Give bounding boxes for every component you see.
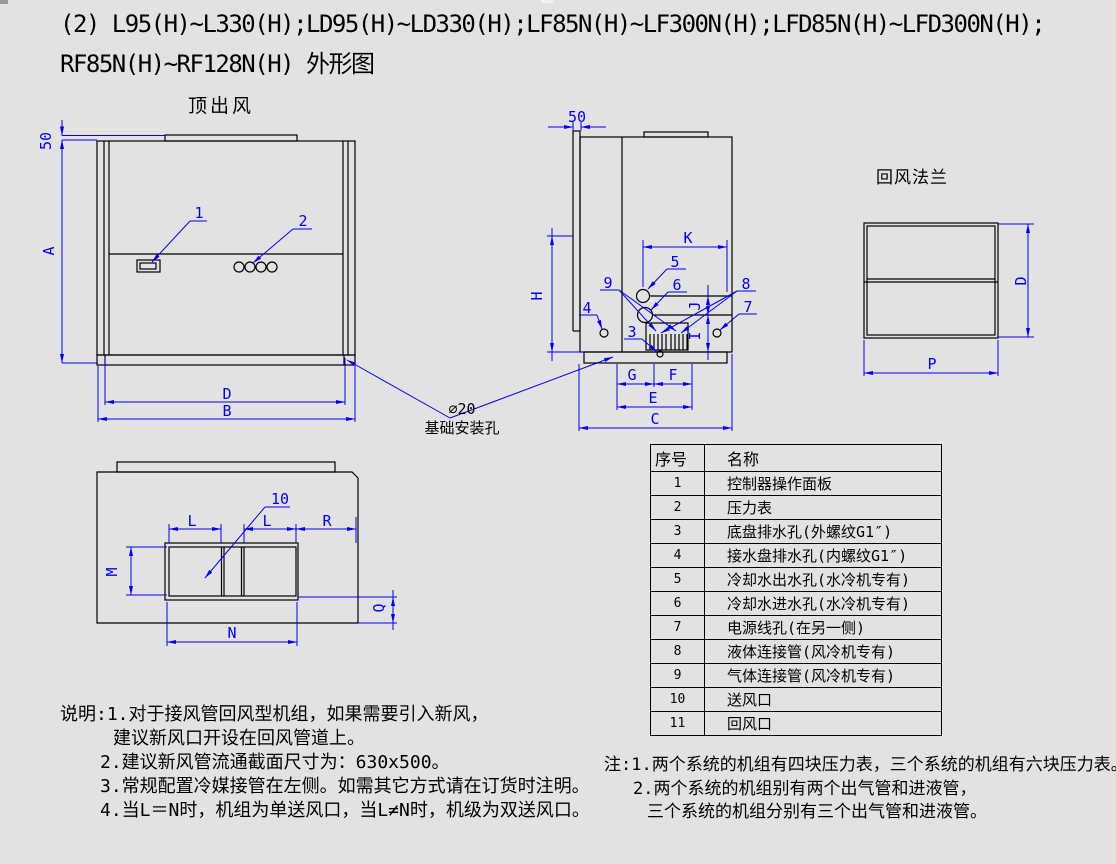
dim-label-g: G — [627, 366, 636, 384]
note-line: 3.常规配置冷媒接管在左侧。如需其它方式请在订货时注明。 — [100, 776, 590, 797]
note-line: 2.两个系统的机组别有两个出气管和进液管， — [633, 778, 977, 799]
notes-right: 注:1.两个系统的机组有四块压力表，三个系统的机组有六块压力表。 2.两个系统的… — [604, 754, 1116, 825]
dim-label-h: H — [528, 291, 546, 300]
part-name: 冷却水进水孔(水冷机专有) — [704, 591, 942, 616]
flange-view-dimensions — [863, 223, 1034, 376]
parts-table-header: 序号 名称 — [650, 444, 942, 472]
dim-label-r: R — [322, 512, 332, 530]
front-view-outline — [96, 134, 356, 366]
callout-4: 4 — [582, 299, 591, 317]
part-name: 底盘排水孔(外螺纹G1″) — [704, 519, 942, 544]
part-name: 气体连接管(风冷机专有) — [704, 663, 942, 688]
front-view-label: 顶出风 — [188, 95, 254, 117]
callout-1: 1 — [194, 204, 203, 222]
part-name: 冷却水出水孔(水冷机专有) — [704, 567, 942, 592]
dim-label-front-50: 50 — [37, 132, 55, 150]
part-no: 11 — [650, 711, 705, 736]
part-no: 8 — [650, 639, 705, 664]
dim-label-c: C — [650, 410, 659, 428]
dim-label-p: P — [927, 355, 936, 373]
screen-artifact-top-left — [0, 0, 8, 4]
part-name: 压力表 — [704, 495, 942, 520]
part-name: 送风口 — [704, 687, 942, 712]
foundation-hole-diameter: ∅20 — [448, 400, 475, 418]
dim-label-l-right: L — [262, 512, 271, 530]
part-no: 1 — [650, 471, 705, 496]
drawing-title-line1: (2) L95(H)~L330(H);LD95(H)~LD330(H);LF85… — [60, 10, 1046, 38]
foundation-hole-label: 基础安装孔 — [424, 419, 499, 437]
note-line: 2.建议新风管流通截面尺寸为：630x500。 — [100, 752, 450, 773]
callout-3: 3 — [627, 323, 636, 341]
dim-label-i: I — [686, 331, 704, 340]
dim-label-e: E — [648, 389, 657, 407]
part-name: 电源线孔(在另一侧) — [704, 615, 942, 640]
dim-label-flange-d: D — [1012, 276, 1030, 285]
dim-label-b: B — [222, 402, 231, 420]
part-name: 接水盘排水孔(内螺纹G1″) — [704, 543, 942, 568]
dim-label-a: A — [40, 246, 58, 255]
top-view-outline — [96, 461, 359, 624]
part-no: 10 — [650, 687, 705, 712]
part-no: 7 — [650, 615, 705, 640]
drawing-title-line2: RF85N(H)~RF128N(H) 外形图 — [60, 50, 375, 78]
part-name: 控制器操作面板 — [704, 471, 942, 496]
screen-artifact-top-center — [541, 0, 553, 3]
callout-8: 8 — [741, 275, 750, 293]
callout-5: 5 — [670, 253, 679, 271]
flange-view-outline — [863, 222, 999, 339]
part-name: 回风口 — [704, 711, 942, 736]
side-view-outline — [572, 130, 733, 364]
note-line: 建议新风口开设在回风管道上。 — [113, 728, 365, 749]
dim-label-side-50: 50 — [568, 108, 586, 126]
callout-2: 2 — [298, 212, 307, 230]
side-view-dimensions — [547, 122, 757, 431]
dim-label-f: F — [668, 366, 677, 384]
part-name: 液体连接管(风冷机专有) — [704, 639, 942, 664]
note-line: 说明:1.对于接风管回风型机组，如果需要引入新风， — [60, 704, 489, 725]
note-line: 注:1.两个系统的机组有四块压力表，三个系统的机组有六块压力表。 — [604, 755, 1116, 775]
part-no: 9 — [650, 663, 705, 688]
note-line: 4.当L＝N时，机组为单送风口，当L≠N时，机级为双送风口。 — [100, 800, 590, 821]
part-no: 2 — [650, 495, 705, 520]
part-no: 6 — [650, 591, 705, 616]
dim-label-m: M — [103, 567, 121, 576]
dim-label-d: D — [222, 385, 231, 403]
dim-label-k: K — [683, 229, 692, 247]
callout-6: 6 — [672, 276, 681, 294]
part-no: 5 — [650, 567, 705, 592]
part-no: 3 — [650, 519, 705, 544]
col-header-no: 序号 — [650, 444, 705, 472]
dim-label-j: J — [686, 301, 704, 310]
dim-label-n: N — [227, 624, 236, 642]
part-no: 4 — [650, 543, 705, 568]
callout-9: 9 — [603, 274, 612, 292]
front-view-dimensions — [60, 120, 614, 422]
top-view-dimensions — [126, 506, 397, 646]
dim-label-q: Q — [370, 603, 388, 612]
flange-view-label: 回风法兰 — [876, 168, 948, 188]
notes-left: 说明:1.对于接风管回风型机组，如果需要引入新风， 建议新风口开设在回风管道上。… — [60, 703, 590, 823]
callout-10: 10 — [271, 490, 289, 508]
callout-7: 7 — [743, 298, 752, 316]
col-header-name: 名称 — [704, 444, 942, 472]
dim-label-l-left: L — [187, 512, 196, 530]
note-line: 三个系统的机组分别有三个出气管和进液管。 — [647, 802, 987, 822]
